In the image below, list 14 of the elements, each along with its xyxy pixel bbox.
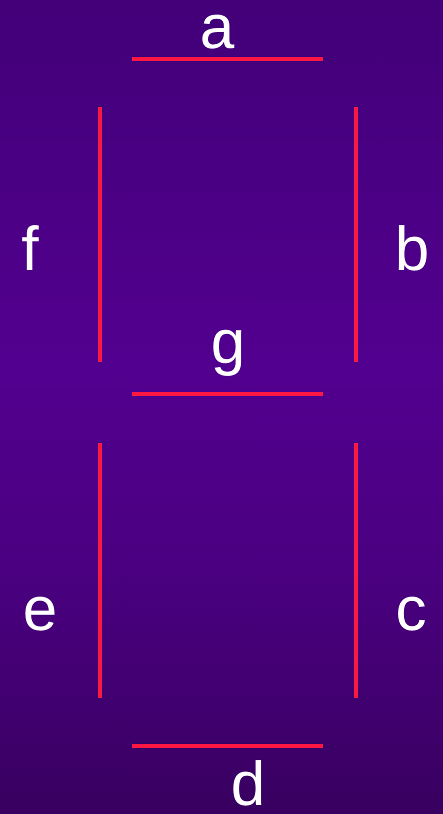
segment-label: c [396,579,426,641]
segment-label: a [200,0,234,59]
segment-label: d [230,754,266,814]
segment-label: b [394,219,430,281]
display-segment [132,392,323,396]
segment-label: g [210,312,246,374]
display-segment [354,443,358,698]
display-segment [132,57,323,61]
segment-label: f [21,219,39,281]
display-segment [98,443,102,698]
segment-label: e [22,579,58,641]
display-segment [132,744,323,748]
display-segment [354,107,358,362]
display-segment [98,107,102,362]
